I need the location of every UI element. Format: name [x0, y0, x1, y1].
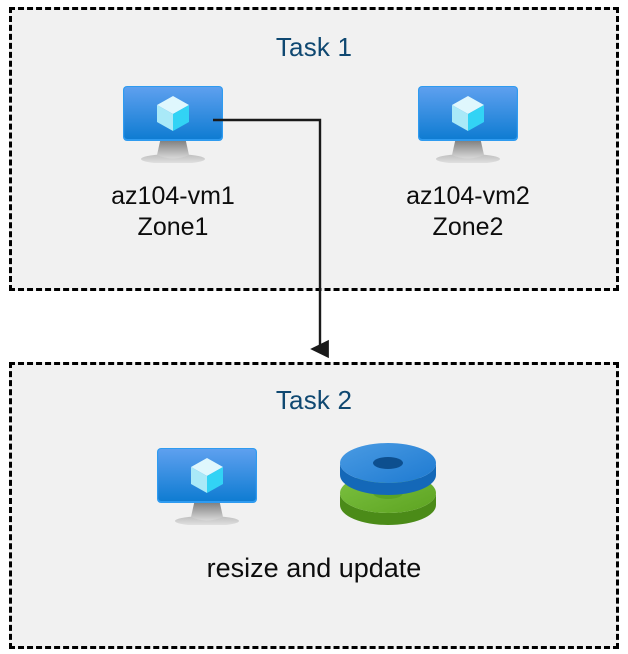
task-2-title: Task 2	[275, 385, 353, 415]
task-1-title: Task 1	[275, 32, 353, 62]
task-2-container: Task 2	[9, 362, 619, 649]
virtual-machine-icon	[121, 85, 225, 163]
virtual-machine-icon	[416, 85, 520, 163]
node-label-az104-vm2: az104-vm2 Zone2	[406, 182, 530, 242]
node-az104-vm1: az104-vm1 Zone1	[88, 85, 258, 244]
node-az104-vm2: az104-vm2 Zone2	[383, 85, 553, 244]
task-2-caption: resize and update	[206, 553, 422, 583]
disks-icon	[336, 443, 440, 525]
node-label-az104-vm1: az104-vm1 Zone1	[111, 182, 235, 242]
virtual-machine-icon	[155, 447, 259, 525]
